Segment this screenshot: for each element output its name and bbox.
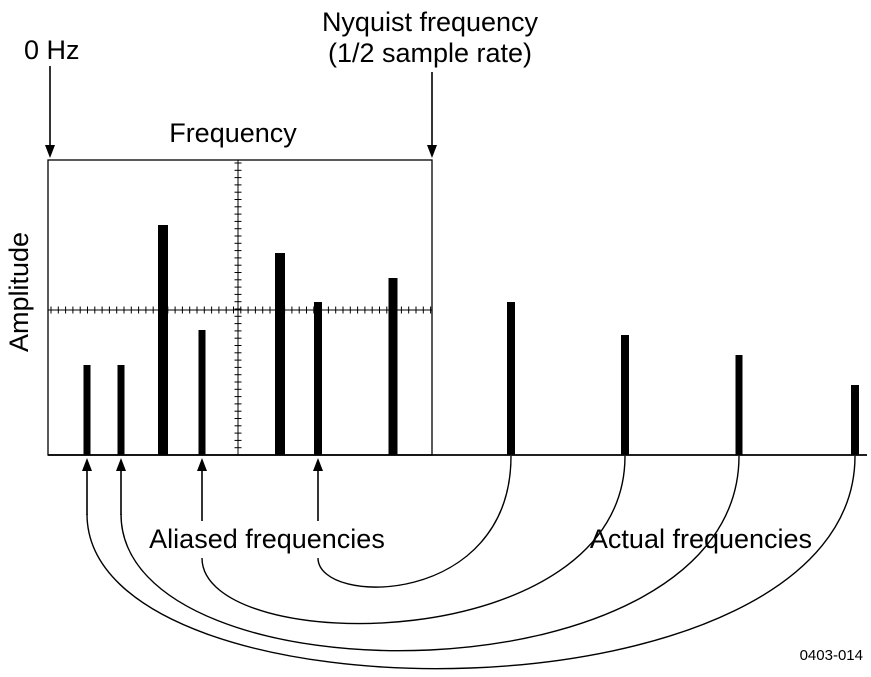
nyquist-label-line1: Nyquist frequency — [322, 7, 539, 37]
alias-link-curve-4 — [86, 455, 856, 670]
alias-pointer-arrow-2 — [116, 458, 126, 515]
nyquist-arrow — [427, 72, 437, 158]
aliased-frequencies-label: Aliased frequencies — [149, 524, 385, 554]
arrowhead-icon — [45, 145, 55, 158]
alias-link-curve-3 — [120, 455, 740, 652]
actual-bar-4 — [851, 385, 859, 455]
frequency-axis-label: Frequency — [169, 118, 297, 148]
graticule-center-lines — [48, 160, 432, 455]
aliased-bar-1 — [83, 365, 91, 455]
aliased-bar-5 — [275, 253, 285, 455]
arrowhead-icon — [82, 458, 92, 471]
aliased-bar-7 — [388, 278, 398, 455]
alias-link-curve-2 — [201, 455, 626, 625]
aliased-bar-3 — [158, 225, 168, 455]
actual-bar-3 — [735, 355, 743, 455]
zero-hz-label: 0 Hz — [24, 35, 80, 65]
actual-bar-1 — [507, 302, 515, 455]
alias-link-curve-1 — [317, 455, 512, 588]
actual-frequencies-label: Actual frequencies — [590, 524, 812, 554]
arrowhead-icon — [197, 458, 207, 471]
diagram-graphics — [45, 66, 867, 670]
aliased-bar-4 — [198, 330, 206, 455]
alias-pointer-arrow-1 — [82, 458, 92, 515]
aliased-bar-6 — [314, 302, 322, 455]
arrowhead-icon — [427, 145, 437, 158]
arrowhead-icon — [313, 458, 323, 471]
amplitude-axis-label: Amplitude — [4, 232, 34, 352]
alias-pointer-arrow-4 — [313, 458, 323, 521]
arrowhead-icon — [116, 458, 126, 471]
zero-hz-arrow — [45, 66, 55, 158]
nyquist-window-box — [47, 159, 433, 456]
aliased-bar-2 — [117, 365, 125, 455]
figure-number: 0403-014 — [800, 647, 863, 664]
nyquist-label-line2: (1/2 sample rate) — [328, 38, 532, 68]
actual-bar-2 — [621, 335, 629, 455]
alias-pointer-arrow-3 — [197, 458, 207, 521]
